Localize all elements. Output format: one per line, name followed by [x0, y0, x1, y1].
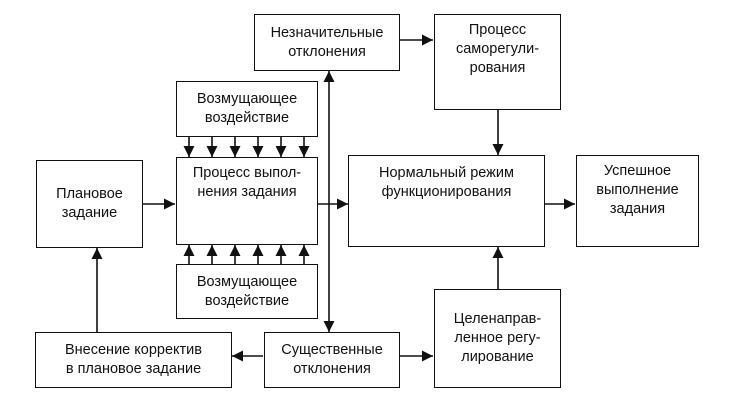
self-regulation-box: Процесс саморегули- рования	[434, 14, 561, 110]
targeted-regulation-label: Целенаправ- ленное регу- лирование	[453, 311, 542, 365]
targeted-regulation-box: Целенаправ- ленное регу- лирование	[434, 289, 561, 388]
plan-correction-label: Внесение корректив в плановое задание	[65, 342, 202, 377]
successful-execution-label: Успешное выполнение задания	[596, 163, 679, 217]
significant-deviations-box: Существенные отклонения	[264, 332, 400, 388]
normal-mode-label: Нормальный режим функционирования	[379, 165, 514, 200]
disturbance-top-box: Возмущающее воздействие	[176, 81, 318, 137]
disturbance-top-arrows	[183, 137, 310, 157]
disturbance-bottom-box: Возмущающее воздействие	[176, 264, 318, 319]
disturbance-bottom-label: Возмущающее воздействие	[196, 273, 298, 309]
disturbance-bottom-arrows	[183, 245, 310, 264]
planned-task-box: Плановое задание	[36, 160, 143, 248]
successful-execution-box: Успешное выполнение задания	[576, 155, 699, 247]
normal-mode-box: Нормальный режим функционирования	[348, 155, 545, 247]
execution-process-label: Процесс выпол- нения задания	[192, 165, 302, 200]
self-regulation-label: Процесс саморегули- рования	[455, 22, 540, 76]
significant-deviations-label: Существенные отклонения	[281, 342, 383, 377]
planned-task-label: Плановое задание	[56, 186, 123, 221]
execution-process-box: Процесс выпол- нения задания	[176, 157, 318, 245]
minor-deviations-box: Незначительные отклонения	[254, 14, 400, 71]
minor-deviations-label: Незначительные отклонения	[270, 24, 384, 60]
disturbance-top-label: Возмущающее воздействие	[196, 91, 298, 126]
plan-correction-box: Внесение корректив в плановое задание	[35, 332, 232, 388]
